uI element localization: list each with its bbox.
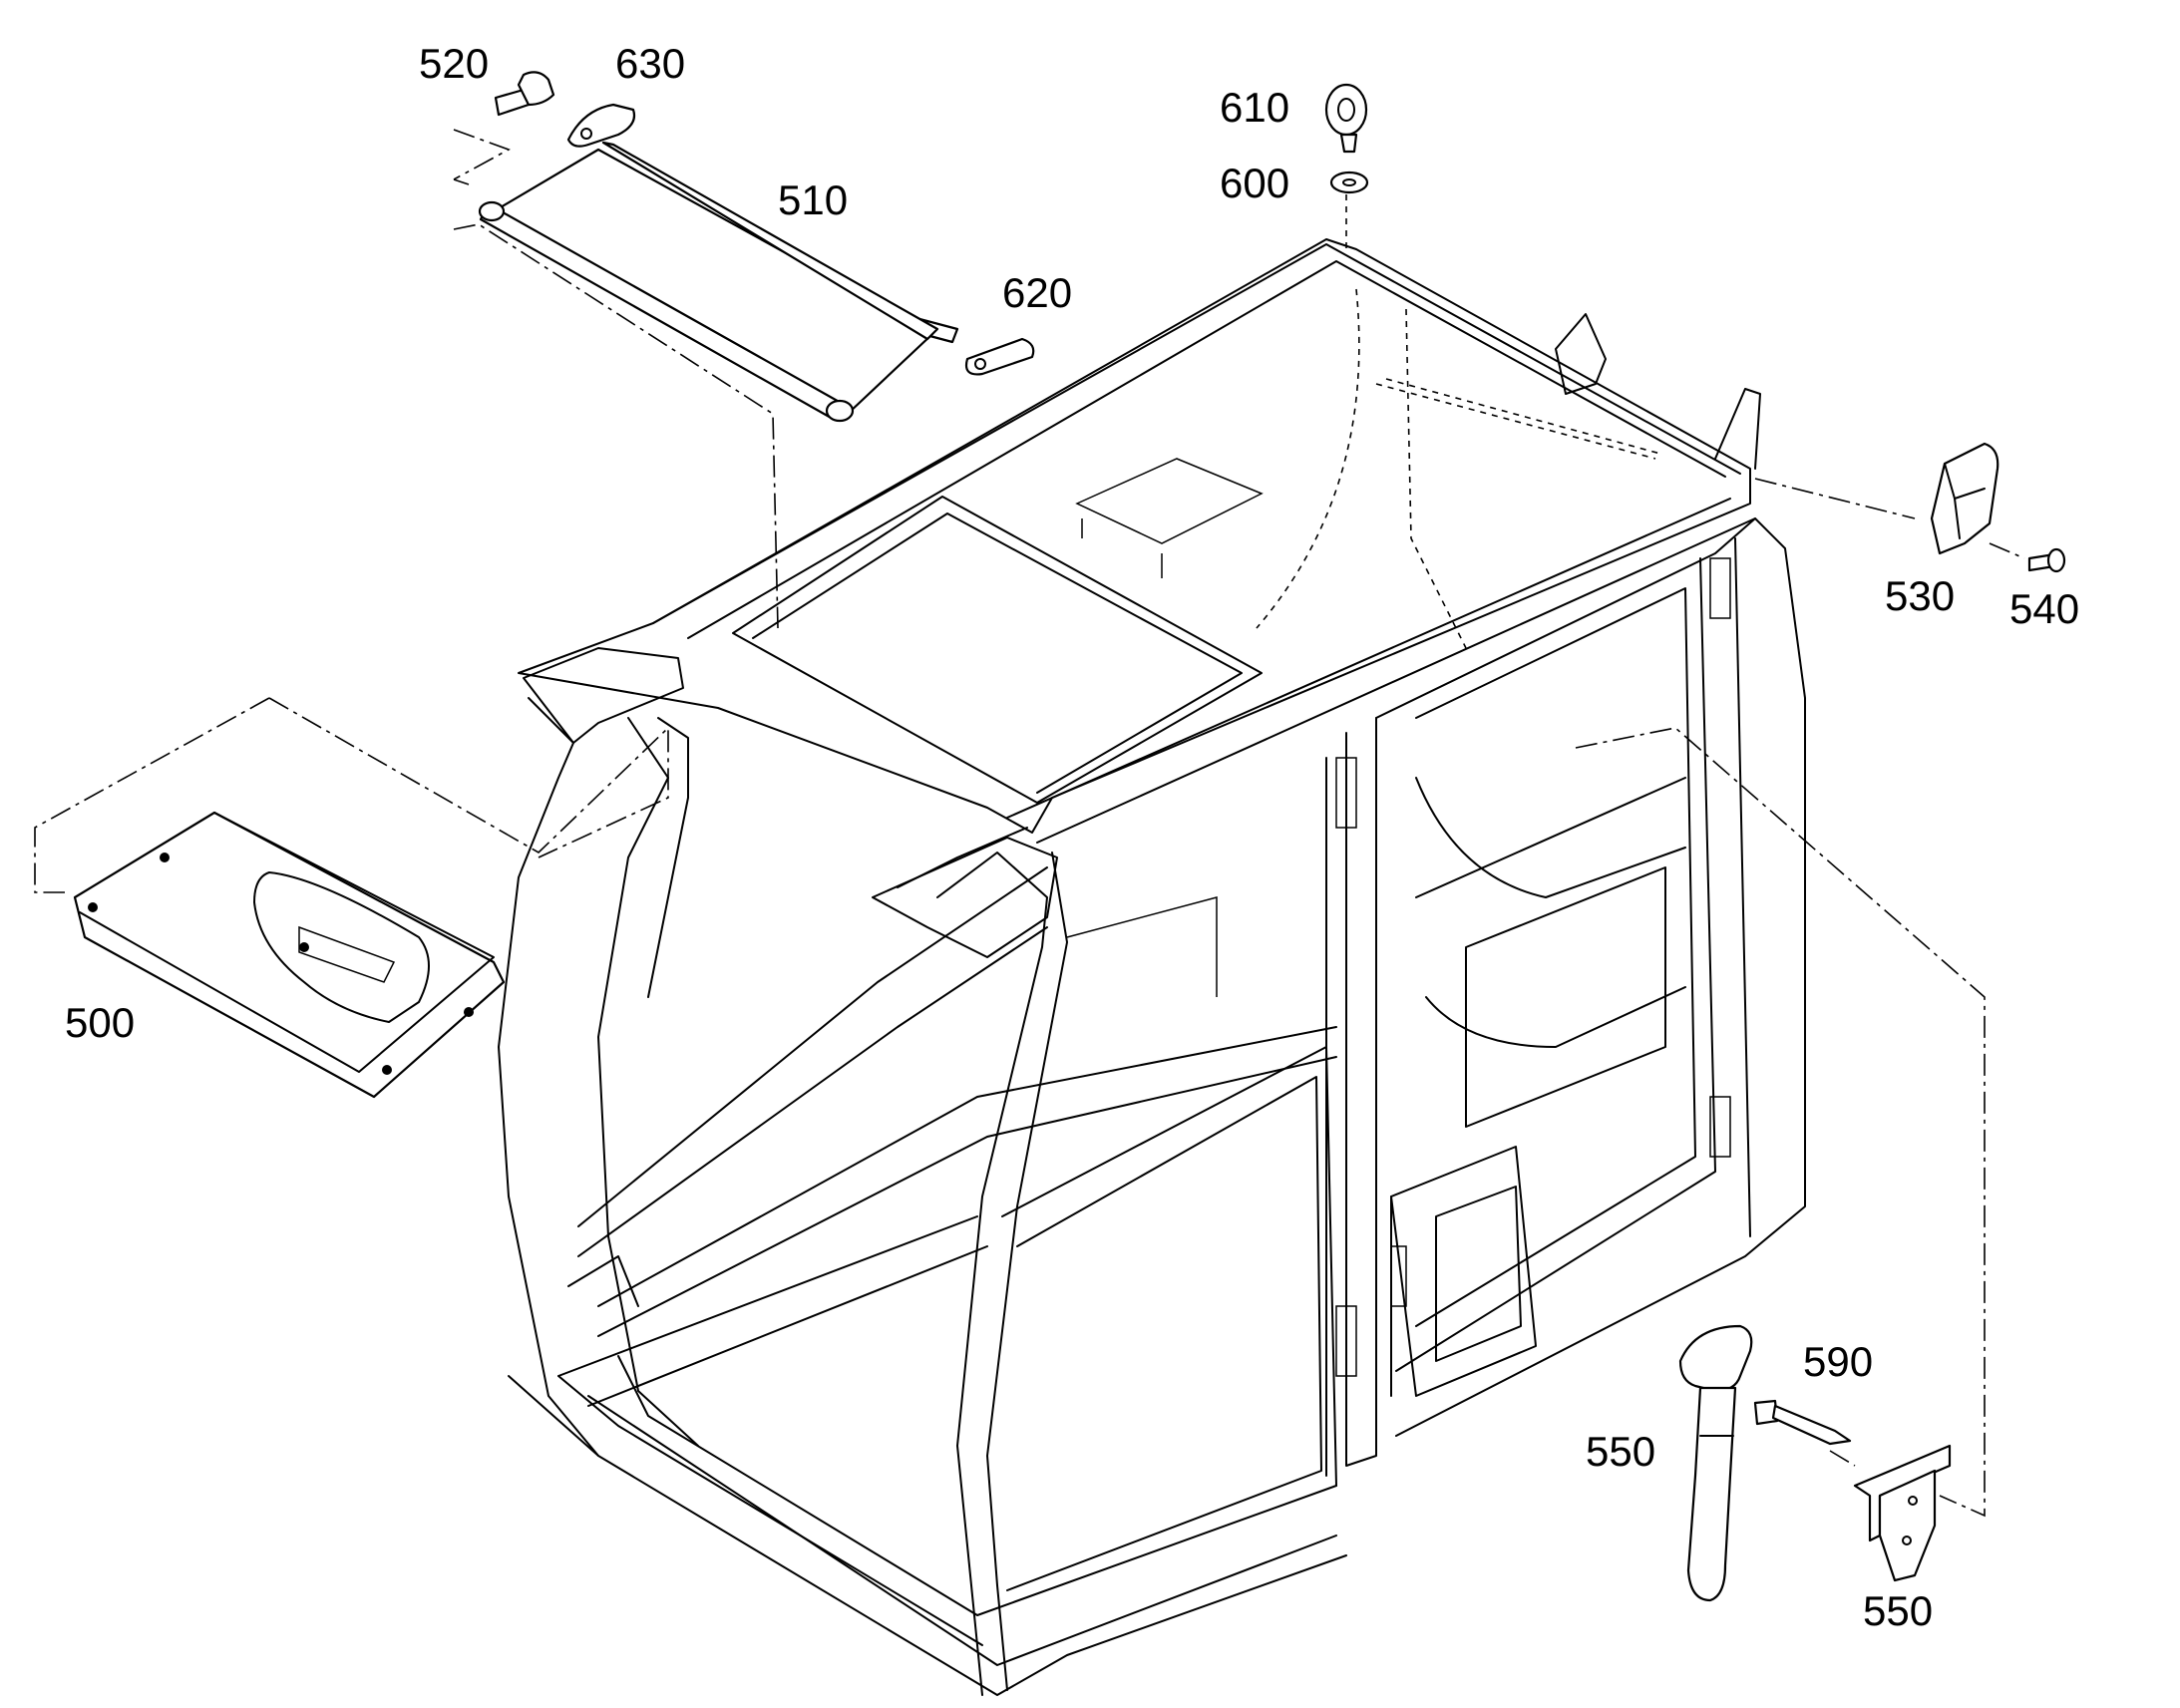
- clip-holder: [1930, 442, 1999, 555]
- callout-630: 630: [615, 40, 685, 87]
- eye-bolt: [1324, 83, 1368, 154]
- cab-frame: [498, 238, 1806, 1696]
- blind-bracket-right: [964, 337, 1035, 376]
- callout-labels: 500 510 520 630 610 600 620 530 540 590 …: [65, 40, 2079, 1634]
- callout-520: 520: [419, 40, 489, 87]
- washer: [1329, 171, 1369, 194]
- callout-550-bracket: 550: [1863, 1587, 1933, 1634]
- callout-610: 610: [1220, 84, 1289, 131]
- callout-620: 620: [1002, 269, 1072, 316]
- callout-510: 510: [778, 176, 848, 223]
- hammer-bracket: [1853, 1444, 1952, 1582]
- callout-540: 540: [2009, 585, 2079, 632]
- emergency-hammer: [1678, 1324, 1753, 1602]
- callout-550-handle: 550: [1586, 1428, 1655, 1475]
- sun-visor-panel: [73, 811, 506, 1099]
- bolt: [1753, 1399, 1852, 1446]
- leader-lines: [34, 129, 2025, 1518]
- callout-530: 530: [1885, 572, 1955, 619]
- blind-bracket-left: [566, 103, 636, 148]
- roller-blind: [478, 141, 959, 423]
- callout-590: 590: [1803, 1338, 1873, 1385]
- callout-600: 600: [1220, 160, 1289, 206]
- callout-500: 500: [65, 999, 135, 1046]
- cap-screw: [494, 71, 555, 117]
- tapping-screw: [2027, 547, 2066, 573]
